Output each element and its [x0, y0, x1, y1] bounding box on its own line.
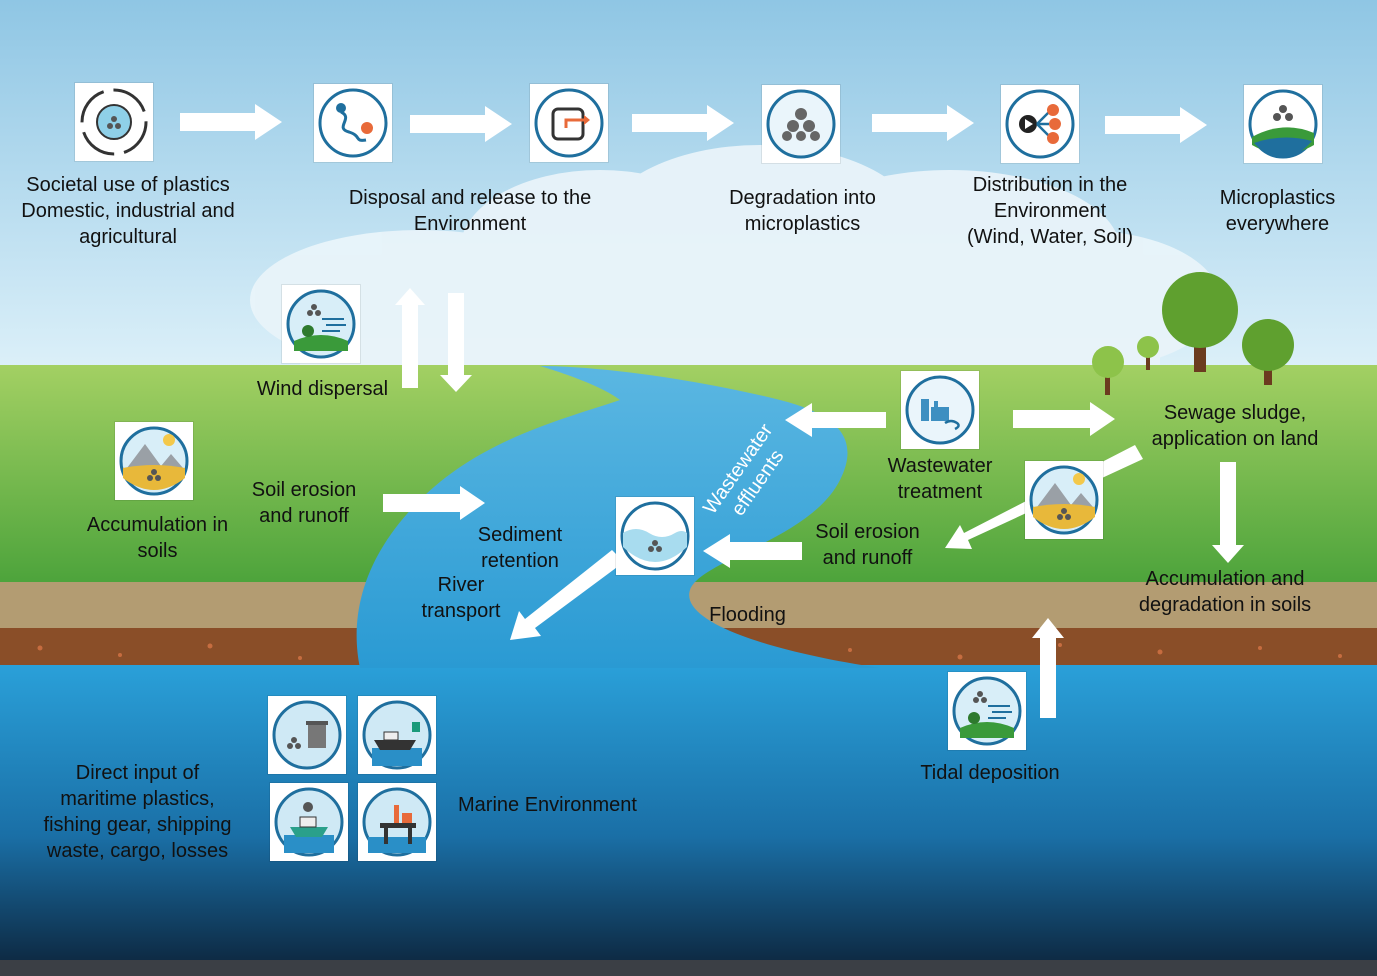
route-icon — [314, 84, 392, 162]
bottom-bar — [0, 960, 1377, 976]
arrow-soil-erosion-left — [383, 486, 485, 520]
microplastics-landscape-icon — [1244, 85, 1322, 163]
trees — [1092, 272, 1294, 395]
arrow-wwtp-right — [1013, 402, 1115, 436]
label-everywhere: Microplastics everywhere — [1219, 187, 1336, 235]
label-societal-use: Societal use of plastics Domestic, indus… — [21, 174, 235, 248]
arrow-4 — [872, 105, 974, 141]
soil-icon — [115, 422, 193, 500]
tidal-wind-icon — [948, 672, 1026, 750]
label-soil-erosion-left: Soil erosion and runoff — [251, 479, 357, 527]
label-wastewater-treatment: Wastewater treatment — [887, 455, 993, 503]
recycle-icon — [75, 83, 153, 161]
arrow-soil-erosion-right — [703, 534, 802, 568]
arrow-wind-down — [440, 293, 472, 392]
arrow-2 — [410, 106, 512, 142]
label-distribution: Distribution in the Environment (Wind, W… — [967, 174, 1133, 248]
export-icon — [530, 84, 608, 162]
label-soil-erosion-right: Soil erosion and runoff — [815, 521, 920, 569]
label-river-transport: River transport — [421, 574, 501, 622]
arrow-river-transport — [510, 550, 624, 640]
label-sewage-sludge: Sewage sludge, application on land — [1151, 402, 1319, 450]
arrow-wind-up — [395, 288, 425, 388]
clouds — [250, 145, 1220, 380]
arrow-3 — [632, 105, 734, 141]
label-accumulation-degradation: Accumulation and degradation in soils — [1138, 568, 1312, 616]
label-marine-environment: Marine Environment — [458, 794, 637, 816]
ship-icon — [270, 783, 348, 861]
arrow-sludge-down — [1212, 462, 1244, 563]
wind-icon — [282, 285, 360, 363]
label-flooding: Flooding — [709, 604, 786, 626]
label-disposal: Disposal and release to the Environment — [348, 187, 592, 235]
soil-dots — [37, 643, 1342, 660]
ship-crane-icon — [358, 696, 436, 774]
soil-icon-right — [1025, 461, 1103, 539]
wastewater-treatment-icon — [901, 371, 979, 449]
arrow-1 — [180, 104, 282, 140]
label-sediment-retention: Sediment retention — [477, 524, 563, 572]
label-accumulation-soils: Accumulation in soils — [86, 514, 229, 562]
label-wind-dispersal: Wind dispersal — [256, 378, 389, 400]
sea — [0, 665, 1377, 976]
label-degradation: Degradation into microplastics — [729, 187, 876, 235]
water-particles-icon — [616, 497, 694, 575]
arrow-tidal-up — [1032, 618, 1064, 718]
trash-icon — [268, 696, 346, 774]
arrow-wwtp-left — [785, 403, 886, 437]
label-direct-input: Direct input of maritime plastics, fishi… — [43, 762, 232, 862]
label-tidal-deposition: Tidal deposition — [920, 762, 1060, 784]
particles-icon — [762, 85, 840, 163]
distribution-icon — [1001, 85, 1079, 163]
oil-rig-icon — [358, 783, 436, 861]
arrow-5 — [1105, 107, 1207, 143]
